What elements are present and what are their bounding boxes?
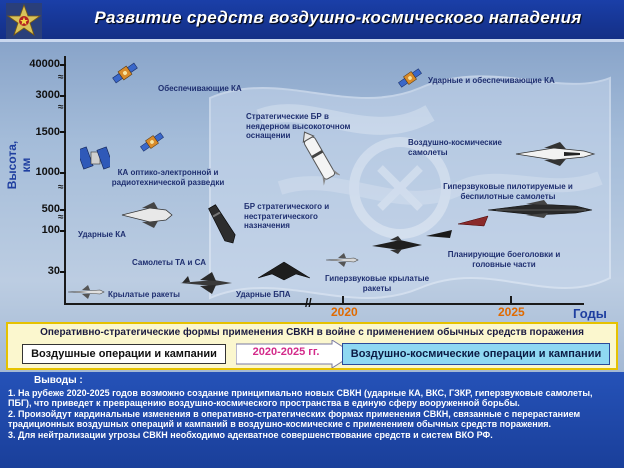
- y-tick: [60, 131, 66, 133]
- conclusion-item: 3. Для нейтрализации угрозы СВКН необход…: [8, 429, 493, 440]
- label-strategic-warheads: БР стратегического и нестратегического н…: [244, 202, 330, 230]
- page-title: Развитие средств воздушно-космического н…: [94, 8, 582, 27]
- label-ta-sa: Самолеты ТА и СА: [132, 258, 206, 267]
- recon-satellite-icon: [80, 146, 110, 170]
- forms-title: Оперативно-стратегические формы применен…: [40, 327, 584, 338]
- label-aerospace-planes: Воздушно-космические самолеты: [408, 138, 502, 157]
- x-axis: [64, 303, 584, 305]
- warhead-icon: [208, 204, 236, 244]
- y-tick: [60, 209, 66, 211]
- forms-panel: Оперативно-стратегические формы применен…: [6, 322, 618, 370]
- header-bar: Развитие средств воздушно-космического н…: [0, 0, 624, 42]
- y-tick-label: 500: [41, 203, 60, 215]
- label-strike-uav: Ударные БПА: [236, 290, 291, 299]
- axis-break-icon: ≈: [58, 102, 64, 113]
- satellite-icon: [112, 62, 138, 84]
- y-tick-label: 3000: [35, 89, 60, 101]
- label-strategic-br: Стратегические БР в неядерном высокоточн…: [246, 112, 351, 140]
- hypersonic-cruise-missile-icon: [372, 236, 422, 254]
- satellite-icon: [140, 132, 164, 152]
- gliding-warhead-icon: [426, 230, 452, 238]
- y-tick: [60, 230, 66, 232]
- gliding-warhead-icon: [457, 215, 489, 227]
- label-strike-sc: Ударные КА: [78, 230, 126, 239]
- spaceplane-icon: [515, 142, 596, 166]
- y-tick: [60, 64, 66, 66]
- hypersonic-aircraft-icon: [487, 200, 593, 218]
- y-tick-label: 1000: [35, 166, 60, 178]
- y-tick: [60, 172, 66, 174]
- y-tick: [60, 95, 66, 97]
- shuttle-icon: [121, 202, 173, 228]
- y-axis: [64, 56, 66, 304]
- x-tick-label: 2020: [331, 305, 358, 319]
- fighter-jet-icon: [180, 272, 232, 294]
- label-strike-support-sc: Ударные и обеспечивающие КА: [428, 76, 555, 85]
- air-operations-box: Воздушные операции и кампании: [22, 344, 226, 364]
- y-tick-label: 100: [41, 224, 60, 236]
- y-tick: [60, 271, 66, 273]
- conclusions-heading: Выводы :: [34, 375, 83, 386]
- star-emblem-icon: [6, 3, 42, 39]
- conclusions-panel: Выводы : 1. На рубеже 2020-2025 годов во…: [0, 372, 624, 468]
- axis-break-icon: ≈: [58, 212, 64, 223]
- ballistic-missile-icon: [302, 131, 340, 186]
- label-gliding: Планирующие боеголовки и головные части: [447, 250, 561, 269]
- satellite-icon: [398, 68, 422, 88]
- cruise-missile-icon: [67, 285, 105, 299]
- y-tick-label: 1500: [35, 126, 60, 138]
- label-hypersonic-cruise: Гиперзвуковые крылатые ракеты: [324, 274, 430, 293]
- axis-break-icon: //: [305, 296, 312, 310]
- x-tick: [510, 296, 512, 304]
- y-tick-label: 30: [47, 265, 60, 277]
- y-axis-label: Высота, км: [5, 140, 33, 190]
- x-tick: [342, 296, 344, 304]
- y-tick-label: 40000: [29, 58, 60, 70]
- strike-uav-icon: [257, 261, 311, 281]
- label-recon-sc: КА оптико-электронной и радиотехнической…: [111, 168, 225, 187]
- conclusion-item: 2. Произойдут кардинальные изменения в о…: [8, 408, 581, 430]
- x-axis-label: Годы: [573, 306, 607, 321]
- label-hypersonic-manned: Гиперзвуковые пилотируемые и беспилотные…: [443, 182, 573, 201]
- x-tick-label: 2025: [498, 305, 525, 319]
- conclusion-item: 1. На рубеже 2020-2025 годов возможно со…: [8, 387, 593, 409]
- label-support-sc: Обеспечивающие КА: [158, 84, 242, 93]
- cruise-missile-icon: [325, 253, 359, 267]
- axis-break-icon: ≈: [58, 182, 64, 193]
- flag-watermark: [209, 75, 611, 300]
- label-cruise-missiles: Крылатые ракеты: [108, 290, 180, 299]
- aerospace-operations-box: Воздушно-космические операции и кампании: [342, 343, 610, 365]
- axis-break-icon: ≈: [58, 72, 64, 83]
- period-label: 2020-2025 гг.: [252, 346, 320, 358]
